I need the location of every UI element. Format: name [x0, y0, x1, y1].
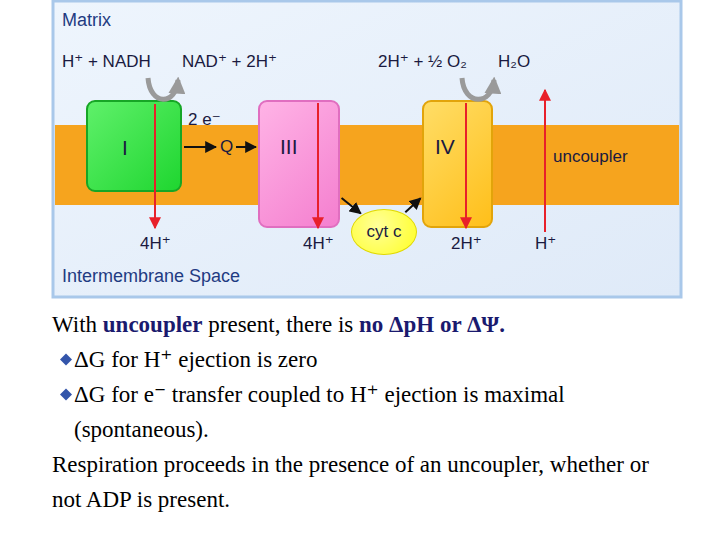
diagram-panel	[53, 1, 681, 297]
product-label: H₂O	[498, 52, 530, 72]
bullet-text: ΔG for e⁻ transfer coupled to H⁺ ejectio…	[74, 382, 565, 442]
electron-arrow	[184, 146, 216, 148]
reaction-arrow	[462, 78, 494, 99]
proton-label: 2H⁺	[451, 234, 482, 254]
text-block: Withuncouplerpresent, there isno ΔpH or …	[52, 307, 667, 517]
emphasis-run: uncoupler	[103, 312, 203, 337]
carrier-label: Q	[220, 137, 233, 157]
complex-box: IV	[422, 100, 493, 228]
reactant-label: 2H⁺ + ½ O₂	[378, 52, 467, 72]
text-run: With	[52, 312, 97, 337]
bullet-line: ΔG for e⁻ transfer coupled to H⁺ ejectio…	[52, 377, 667, 447]
reactant-label: H⁺ + NADH	[62, 52, 151, 72]
electron-label: 2 e⁻	[188, 110, 221, 130]
product-label: NAD⁺ + 2H⁺	[182, 52, 277, 72]
bullet-text: ΔG for H⁺ ejection is zero	[74, 347, 317, 372]
carrier-ellipse: cyt c	[351, 209, 417, 255]
proton-label: H⁺	[535, 234, 556, 254]
bullet-diamond	[60, 354, 72, 366]
text-run: Respiration proceeds in the presence of …	[52, 452, 649, 512]
proton-arrow	[544, 90, 546, 232]
bullet-line: ΔG for H⁺ ejection is zero	[52, 342, 667, 377]
region-label: Matrix	[62, 10, 111, 30]
node-text: IV	[424, 102, 491, 159]
electron-arrow	[236, 146, 256, 148]
node-text: I	[88, 102, 180, 160]
bullet-diamond	[60, 389, 72, 401]
node-text: cyt c	[352, 210, 416, 242]
electron-arrow	[342, 198, 361, 213]
text-line: Respiration proceeds in the presence of …	[52, 447, 667, 517]
proton-label: 4H⁺	[140, 234, 171, 254]
text-line: Withuncouplerpresent, there isno ΔpH or …	[52, 307, 667, 342]
electron-arrow	[405, 198, 420, 212]
emphasis-run: no ΔpH or ΔΨ.	[359, 312, 505, 337]
uncoupler-label: uncoupler	[553, 147, 628, 167]
complex-box: I	[86, 100, 182, 192]
proton-label: 4H⁺	[303, 234, 334, 254]
region-label: Intermembrane Space	[62, 266, 240, 286]
text-run: present, there is	[208, 312, 353, 337]
reaction-arrow	[148, 78, 178, 99]
node-text: III	[260, 102, 338, 159]
complex-box: III	[258, 100, 340, 228]
